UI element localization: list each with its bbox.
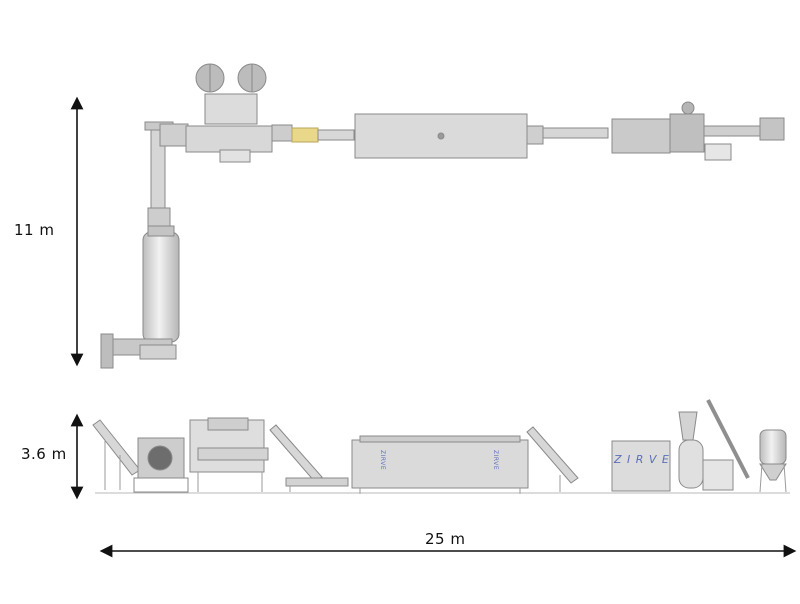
side-screw-feeder (706, 399, 750, 479)
top-drum-tank (142, 231, 180, 343)
side-extruder-panel (611, 440, 671, 492)
brand-oven-tag-left: ZIRVE (379, 450, 386, 471)
side-feed-conveyor-1 (92, 419, 141, 476)
side-feed-conveyor-3 (526, 426, 579, 484)
side-mixer-tank (759, 429, 787, 465)
side-feed-conveyor-2 (269, 424, 323, 483)
side-oven (351, 439, 529, 489)
top-head-unit (185, 125, 273, 153)
top-extruder-hood (611, 118, 671, 154)
side-control-cabinet (702, 459, 734, 491)
height-top-label: 11 m (14, 221, 55, 239)
top-tray (291, 127, 319, 143)
top-conveyor-2 (542, 127, 609, 139)
length-label: 25 m (425, 530, 466, 548)
brand-oven-tag-right: ZIRVE (492, 450, 499, 471)
side-hopper (678, 411, 698, 441)
brand-front-panel: Z I R V E (614, 453, 670, 466)
side-view (92, 399, 790, 494)
top-control-box (704, 143, 732, 161)
top-view (100, 63, 785, 369)
height-side-label: 3.6 m (21, 445, 67, 463)
